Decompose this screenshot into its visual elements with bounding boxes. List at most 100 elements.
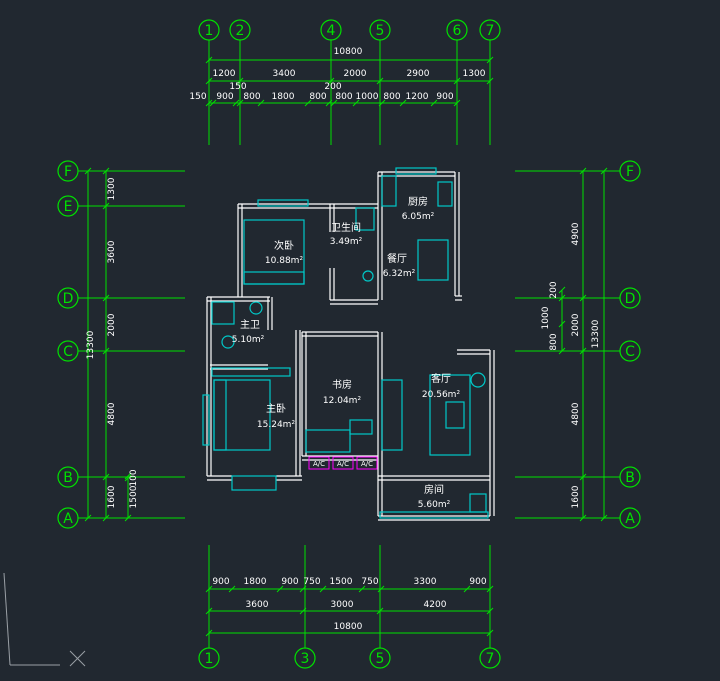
- dim-tick: [124, 474, 132, 482]
- axis-label: 7: [486, 651, 495, 667]
- dim-tick: [299, 585, 307, 593]
- axis-bubble-right-B: B: [619, 466, 641, 488]
- room-name: 卫生间: [331, 221, 361, 234]
- dim-tick: [377, 585, 385, 593]
- dim-bottom-row1: 900: [212, 577, 229, 587]
- dim-tick: [236, 77, 244, 85]
- washbasin: [249, 301, 263, 315]
- axis-label: C: [625, 344, 635, 360]
- dim-bottom-row1: 750: [361, 577, 378, 587]
- dim-bottom-row1: 1800: [244, 577, 267, 587]
- dim-top-total: 10800: [334, 47, 363, 57]
- room-master-bathroom: 主卫 5.10m²: [232, 319, 265, 345]
- axis-bubble-left-C: C: [57, 340, 79, 362]
- bed-footboard: [243, 271, 305, 285]
- dim-bottom-row1: 900: [281, 577, 298, 587]
- dim-top-row1: 2000: [344, 69, 367, 79]
- dining-table: [417, 239, 449, 281]
- dim-tick: [600, 514, 608, 522]
- dim-right: 4800: [571, 402, 581, 425]
- bed-headboard: [213, 379, 227, 451]
- dimension-lines: [84, 56, 608, 637]
- dim-bottom-row1: 3300: [414, 577, 437, 587]
- axis-bubble-top-2: 2: [229, 19, 251, 41]
- dim-top-row2: 1000: [356, 92, 379, 102]
- window: [379, 511, 489, 519]
- dim-tick: [378, 99, 386, 107]
- dim-top-row2: 150: [229, 82, 246, 92]
- axis-bubble-bottom-1: 1: [198, 647, 220, 669]
- svg-text:A/C: A/C: [337, 460, 349, 468]
- dim-left: 1600: [107, 485, 117, 508]
- room-area: 5.10m²: [232, 335, 265, 345]
- dim-tick: [84, 167, 92, 175]
- coffee-table: [445, 401, 465, 429]
- wardrobe: [211, 367, 291, 377]
- dim-tick: [453, 77, 461, 85]
- dim-bottom-row1: 750: [303, 577, 320, 587]
- room-name: 厨房: [408, 195, 428, 208]
- dim-top-row2: 900: [436, 92, 453, 102]
- axis-bubble-top-1: 1: [198, 19, 220, 41]
- dim-tick: [205, 56, 213, 64]
- bed: [243, 219, 305, 285]
- dim-tick: [330, 99, 338, 107]
- dim-top-row2: 200: [324, 82, 341, 92]
- axis-label: 7: [486, 23, 495, 39]
- axis-label: F: [64, 164, 72, 180]
- room-extra-room: 房间 5.60m²: [418, 483, 451, 510]
- bed: [213, 379, 271, 451]
- room-area: 10.88m²: [265, 256, 304, 266]
- dim-tick: [579, 167, 587, 175]
- axis-bubble-bottom-3: 3: [294, 647, 316, 669]
- axis-label: D: [63, 291, 74, 307]
- dim-tick: [376, 77, 384, 85]
- dim-right: 1600: [571, 485, 581, 508]
- dim-left: 1500: [129, 485, 139, 508]
- plant: [470, 372, 486, 388]
- dim-bottom-row2: 3000: [331, 600, 354, 610]
- room-name: 房间: [424, 483, 444, 496]
- dim-right: 4900: [571, 222, 581, 245]
- dim-tick: [124, 514, 132, 522]
- dim-bottom-total: 10800: [334, 622, 363, 632]
- dim-top-row2: 800: [383, 92, 400, 102]
- dim-top-row2: 800: [243, 92, 260, 102]
- room-kitchen: 厨房 6.05m²: [402, 195, 435, 222]
- dim-right: 2000: [571, 313, 581, 336]
- dim-tick: [558, 320, 566, 328]
- dim-tick: [486, 56, 494, 64]
- axis-label: C: [63, 344, 73, 360]
- dim-tick: [205, 99, 213, 107]
- axis-label: E: [64, 199, 73, 215]
- dim-bottom-row2: 3600: [246, 600, 269, 610]
- dim-top-row2: 900: [216, 92, 233, 102]
- room-living: 客厅 20.56m²: [422, 372, 461, 400]
- room-name: 次卧: [274, 239, 294, 252]
- dim-left: 100: [129, 469, 139, 486]
- axis-label: 2: [236, 23, 245, 39]
- axis-bubble-bottom-5: 5: [369, 647, 391, 669]
- shower-tray: [211, 301, 235, 325]
- dim-tick: [84, 514, 92, 522]
- dim-tick: [304, 99, 312, 107]
- dim-tick: [579, 347, 587, 355]
- sofa: [429, 374, 471, 456]
- dim-top-row2: 800: [309, 92, 326, 102]
- axis-bubble-top-6: 6: [446, 19, 468, 41]
- dim-left: 4800: [107, 402, 117, 425]
- dim-tick: [319, 585, 327, 593]
- dim-bottom-row1: 900: [469, 577, 486, 587]
- chair: [349, 419, 373, 435]
- room-bathroom: 卫生间 3.49m²: [330, 221, 363, 247]
- desk: [305, 429, 351, 453]
- axis-bubble-left-D: D: [57, 287, 79, 309]
- dim-top-row1: 1300: [463, 69, 486, 79]
- ac-unit: A/C: [308, 456, 330, 470]
- dim-left: 2000: [107, 313, 117, 336]
- dim-tick: [558, 286, 566, 294]
- dim-tick: [299, 607, 307, 615]
- axis-label: B: [625, 470, 635, 486]
- dim-bottom-row2: 4200: [424, 600, 447, 610]
